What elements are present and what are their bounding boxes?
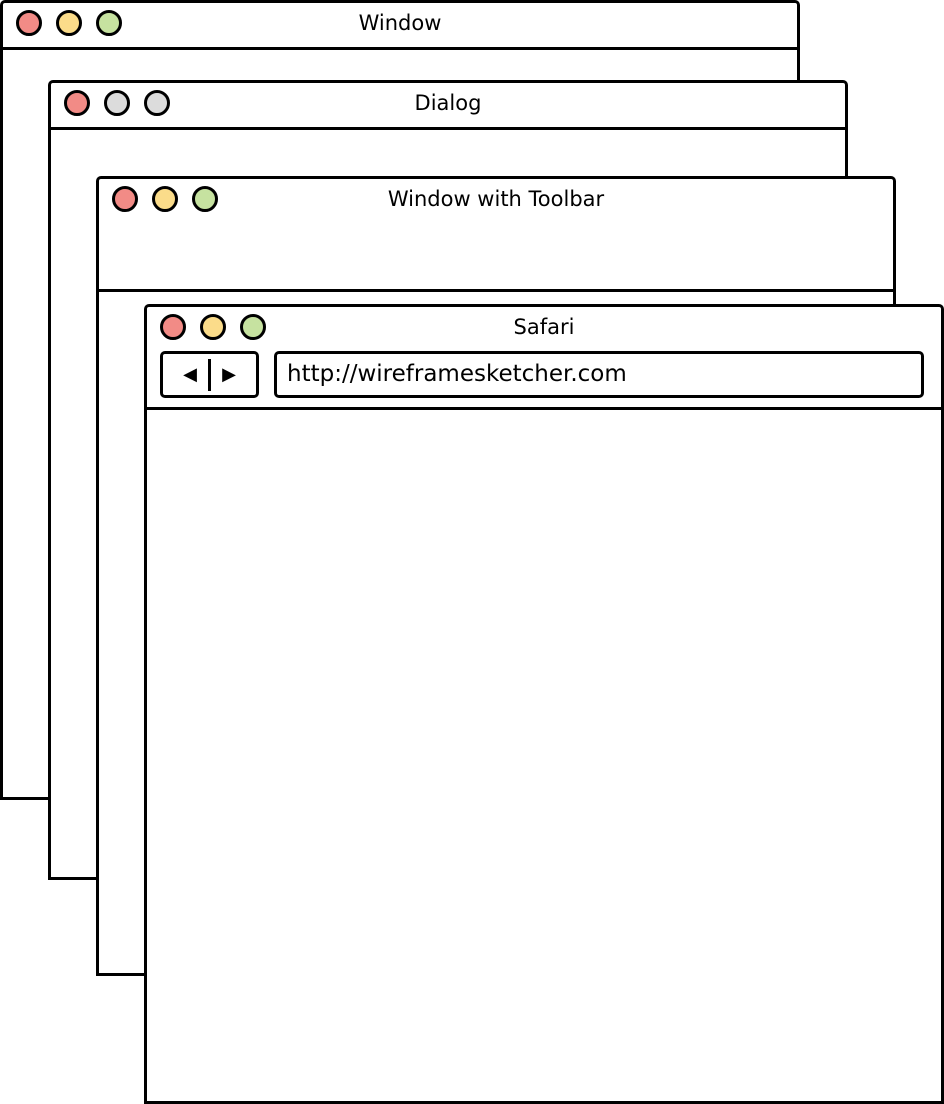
minimize-button[interactable] bbox=[200, 314, 226, 340]
safari-header[interactable]: Safari ◀ ▶ http://wireframesketcher.com bbox=[147, 307, 941, 410]
close-button[interactable] bbox=[16, 10, 42, 36]
toolbar-window-header[interactable]: Window with Toolbar bbox=[99, 179, 893, 292]
safari-window: Safari ◀ ▶ http://wireframesketcher.com bbox=[144, 304, 944, 1104]
safari-title: Safari bbox=[513, 315, 575, 339]
toolbar-window-title: Window with Toolbar bbox=[387, 187, 605, 211]
safari-controls bbox=[160, 314, 266, 340]
zoom-button[interactable] bbox=[192, 186, 218, 212]
minimize-button[interactable] bbox=[56, 10, 82, 36]
window-title: Window bbox=[358, 11, 442, 35]
window-controls bbox=[16, 10, 122, 36]
minimize-button[interactable] bbox=[152, 186, 178, 212]
back-arrow-icon[interactable]: ◀ bbox=[183, 363, 197, 385]
zoom-button[interactable] bbox=[96, 10, 122, 36]
dialog-controls bbox=[64, 90, 170, 116]
window-titlebar[interactable]: Window bbox=[3, 3, 797, 50]
zoom-button[interactable] bbox=[240, 314, 266, 340]
browser-content bbox=[147, 410, 941, 1101]
forward-arrow-icon[interactable]: ▶ bbox=[222, 363, 236, 385]
zoom-button-disabled bbox=[144, 90, 170, 116]
toolbar-window-controls bbox=[112, 186, 218, 212]
close-button[interactable] bbox=[112, 186, 138, 212]
close-button[interactable] bbox=[64, 90, 90, 116]
back-forward-control: ◀ ▶ bbox=[160, 351, 259, 398]
divider bbox=[208, 358, 211, 391]
minimize-button-disabled bbox=[104, 90, 130, 116]
close-button[interactable] bbox=[160, 314, 186, 340]
dialog-title: Dialog bbox=[414, 91, 482, 115]
dialog-titlebar[interactable]: Dialog bbox=[51, 83, 845, 130]
url-input[interactable]: http://wireframesketcher.com bbox=[274, 351, 924, 398]
